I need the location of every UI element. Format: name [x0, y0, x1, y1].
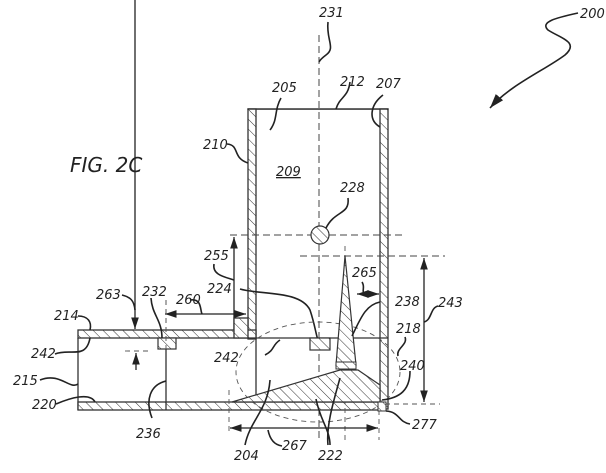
leader-238: [351, 301, 381, 337]
label-209: 209: [276, 165, 301, 180]
corner-277: [377, 401, 387, 412]
leader-260: [189, 299, 203, 315]
leader-222b: [326, 377, 341, 446]
left-upper-wall: [247, 108, 257, 340]
leader-242-left: [54, 337, 91, 355]
label-265: 265: [352, 266, 377, 281]
leader-228: [325, 197, 349, 229]
leader-218: [397, 336, 407, 357]
leader-240: [381, 370, 411, 401]
leader-205: [269, 97, 282, 131]
label-240: 240: [400, 359, 425, 374]
label-204: 204: [234, 449, 259, 464]
label-267: 267: [282, 439, 308, 454]
label-277: 277: [412, 418, 438, 433]
right-upper-wall: [379, 108, 389, 410]
label-228: 228: [340, 181, 365, 196]
spike-base: [335, 361, 357, 370]
leader-212: [335, 81, 351, 110]
leader-231: [318, 21, 332, 63]
leader-242-mid: [264, 339, 281, 356]
label-255: 255: [204, 249, 229, 264]
label-212: 212: [340, 75, 365, 90]
figure-title: FIG. 2C: [70, 153, 142, 177]
block-224: [309, 337, 331, 351]
label-214: 214: [54, 309, 79, 324]
label-263: 263: [96, 288, 121, 303]
leader-232: [150, 297, 163, 339]
plate-step: [233, 317, 249, 339]
leader-222a: [315, 398, 331, 446]
leader-214: [77, 315, 92, 331]
device-reference: 200: [489, 7, 605, 109]
label-205: 205: [272, 81, 297, 96]
label-242-mid: 242: [214, 351, 239, 366]
leader-263: [121, 294, 136, 311]
region-ellipse: [235, 321, 401, 423]
label-218: 218: [396, 322, 421, 337]
label-210: 210: [203, 138, 228, 153]
leader-236: [148, 380, 167, 419]
label-207: 207: [376, 77, 402, 92]
device-arrow-icon: [489, 12, 579, 109]
leader-207: [371, 94, 384, 128]
label-232: 232: [142, 285, 167, 300]
label-220: 220: [32, 398, 57, 413]
leader-267: [267, 429, 283, 447]
insert-232: [157, 337, 177, 350]
label-236: 236: [136, 427, 161, 442]
leader-224: [239, 288, 319, 341]
leader-277: [385, 410, 411, 425]
leader-255: [213, 263, 235, 281]
label-243: 243: [438, 296, 463, 311]
label-260: 260: [176, 293, 201, 308]
label-224: 224: [207, 282, 232, 297]
label-242-left: 242: [31, 347, 56, 362]
leader-215: [39, 377, 79, 387]
leader-243: [423, 305, 439, 323]
ramp-222: [231, 369, 381, 403]
label-238: 238: [395, 295, 420, 310]
label-200: 200: [580, 7, 605, 22]
label-231: 231: [319, 6, 344, 21]
label-215: 215: [13, 374, 38, 389]
leader-220: [55, 395, 96, 405]
leader-265: [361, 281, 367, 295]
plate-214: [77, 329, 257, 339]
label-222: 222: [318, 449, 343, 464]
leader-204: [244, 379, 271, 446]
sphere-228: [310, 225, 330, 245]
leader-210: [226, 143, 249, 164]
